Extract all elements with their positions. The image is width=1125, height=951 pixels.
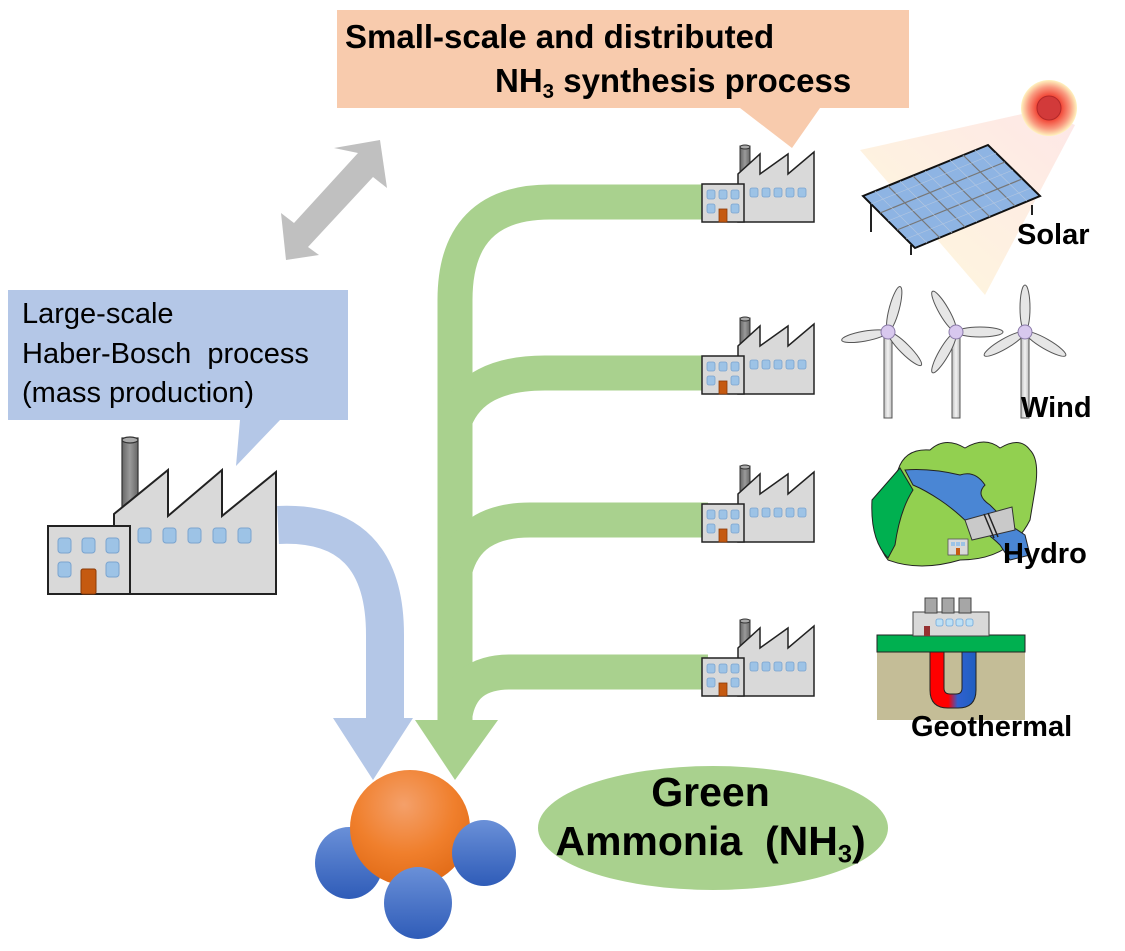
small-scale-callout-text: Small-scale and distributed NH3 synthesi… [337,10,909,108]
geothermal-plant-icon [876,597,1026,720]
hydro-plant-building [947,538,969,556]
hydro-dam-icon [871,441,1038,567]
green-arrow-head [415,720,498,780]
large-scale-line1: Large-scale [22,298,174,330]
large-scale-line3: (mass production) [22,377,255,409]
small-factory-icon-geothermal [701,618,815,697]
small-scale-title-line2: NH3 synthesis process [495,62,852,104]
wind-label: Wind [1021,392,1092,424]
double-arrow-icon [281,140,387,260]
large-scale-callout-text: Large-scale Haber-Bosch process (mass pr… [8,290,348,420]
geothermal-label: Geothermal [911,711,1073,743]
small-scale-callout [337,10,909,148]
green-ammonia-ellipse [538,766,888,890]
ammonia-molecule-icon [315,770,516,939]
large-scale-line2: Haber-Bosch process [22,338,309,370]
small-scale-title-line1: Small-scale and distributed [345,18,775,55]
large-scale-flow-arrow [277,505,413,780]
large-factory-icon [47,436,277,595]
solar-label: Solar [1017,219,1090,251]
large-scale-callout [8,290,348,466]
green-ammonia-line1: Green [651,769,770,815]
sun-icon [1021,80,1077,136]
green-ammonia-line2: Ammonia (NH3) [555,818,866,869]
small-factory-icon-solar [701,144,815,223]
small-scale-flow-arrows [437,184,708,720]
solar-panel-icon [861,143,1042,255]
wind-turbine-icon [841,284,1067,419]
small-factory-icon-wind [701,316,815,395]
small-factory-icon-hydro [701,464,815,543]
green-ammonia-label: Green Ammonia (NH3) [538,768,883,869]
hydro-label: Hydro [1003,538,1087,570]
